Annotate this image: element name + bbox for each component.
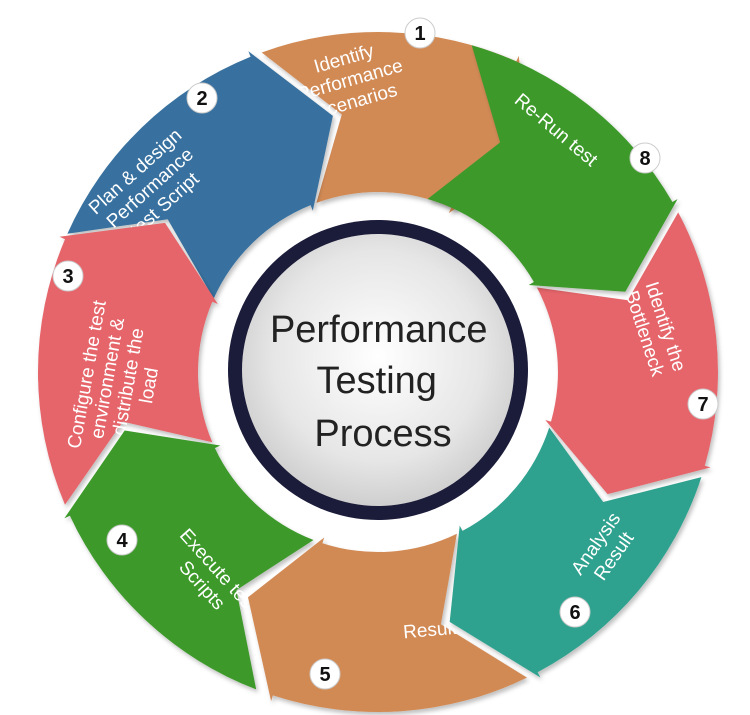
step-2-number-badge: 2 bbox=[186, 82, 218, 114]
step-8-number-badge: 8 bbox=[629, 142, 661, 174]
step-7-number-badge: 7 bbox=[687, 388, 719, 420]
step-4-arrow bbox=[64, 430, 314, 690]
step-6-arrow bbox=[449, 427, 702, 678]
step-1-number-circle bbox=[404, 17, 436, 49]
step-8-number: 8 bbox=[639, 148, 650, 170]
center-hub: Performance Testing Process bbox=[228, 220, 528, 520]
step-3-segment: Configure the testenvironment &distribut… bbox=[37, 222, 218, 505]
step-2-arrow bbox=[67, 51, 333, 299]
step-7-arrow bbox=[536, 212, 718, 495]
step-7-number-circle bbox=[687, 388, 719, 420]
step-5-label-line-1: Result bbox=[402, 618, 458, 644]
step-6-number-badge: 6 bbox=[559, 596, 591, 628]
step-8-number-circle bbox=[629, 142, 661, 174]
step-2-number-circle bbox=[186, 82, 218, 114]
step-4-number-badge: 4 bbox=[106, 524, 138, 556]
step-1-arrow bbox=[261, 31, 531, 214]
step-3-number-badge: 3 bbox=[52, 260, 84, 292]
center-circle bbox=[242, 234, 514, 506]
step-3-number: 3 bbox=[62, 266, 73, 288]
center-title-line-1: Performance bbox=[270, 309, 488, 351]
step-5-number-badge: 5 bbox=[309, 658, 341, 690]
step-5-number-circle bbox=[309, 658, 341, 690]
step-1-number-badge: 1 bbox=[404, 17, 436, 49]
step-5-number: 5 bbox=[319, 664, 330, 686]
center-title-line-2: Testing bbox=[317, 360, 437, 402]
step-8-arrow bbox=[427, 45, 678, 292]
step-6-number-circle bbox=[559, 596, 591, 628]
step-7-number: 7 bbox=[697, 394, 708, 416]
step-5-label: Result bbox=[402, 618, 458, 644]
step-1-number: 1 bbox=[414, 23, 425, 45]
step-3-arrow bbox=[37, 222, 218, 505]
step-4-number: 4 bbox=[116, 530, 128, 552]
step-5-segment: Result 5 bbox=[248, 533, 527, 713]
step-3-number-circle bbox=[52, 260, 84, 292]
center-title-line-3: Process bbox=[314, 413, 451, 455]
step-4-number-circle bbox=[106, 524, 138, 556]
svg-text:Performance Testing: Performance Testing Process bbox=[270, 309, 498, 455]
step-2-number: 2 bbox=[196, 88, 207, 110]
step-6-number: 6 bbox=[569, 602, 580, 624]
